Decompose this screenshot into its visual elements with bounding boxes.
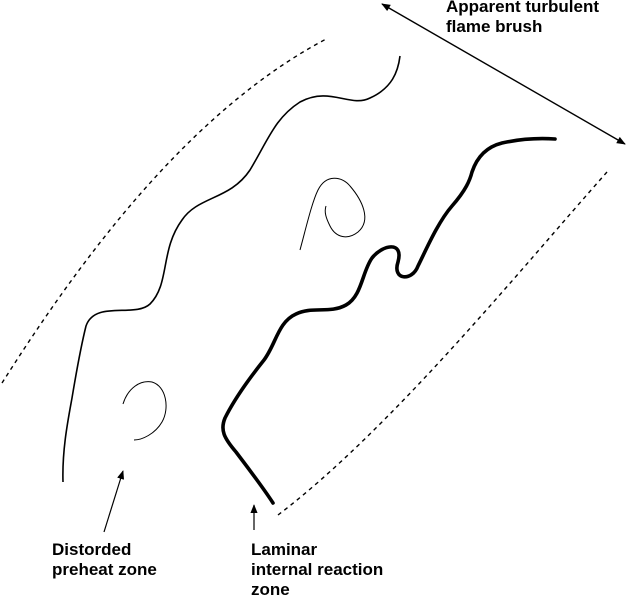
flame-brush-label-line-1: Apparent turbulent [446,0,599,16]
reaction-zone-label-line-1: Laminar [251,540,318,559]
preheat-pocket-upper [299,177,366,251]
preheat-zone-label: Distorded preheat zone [52,540,157,580]
flame-brush-label: Apparent turbulent flame brush [446,0,599,37]
preheat-pointer-arrow [103,470,125,533]
reaction-zone-label: Laminar internal reaction zone [251,540,383,600]
preheat-zone-label-line-1: Distorded [52,540,132,559]
flame-brush-arrow [381,3,626,145]
reaction-zone-label-line-2: internal reaction [251,560,384,579]
reaction-zone-label-line-3: zone [251,580,290,599]
preheat-zone-label-line-2: preheat zone [52,560,157,579]
right-dashed-boundary [277,171,608,516]
flame-brush-label-line-2: flame brush [446,17,543,36]
preheat-pocket-lower [122,381,167,441]
preheat-front-curve [62,55,401,483]
reaction-zone-curve [221,136,557,505]
